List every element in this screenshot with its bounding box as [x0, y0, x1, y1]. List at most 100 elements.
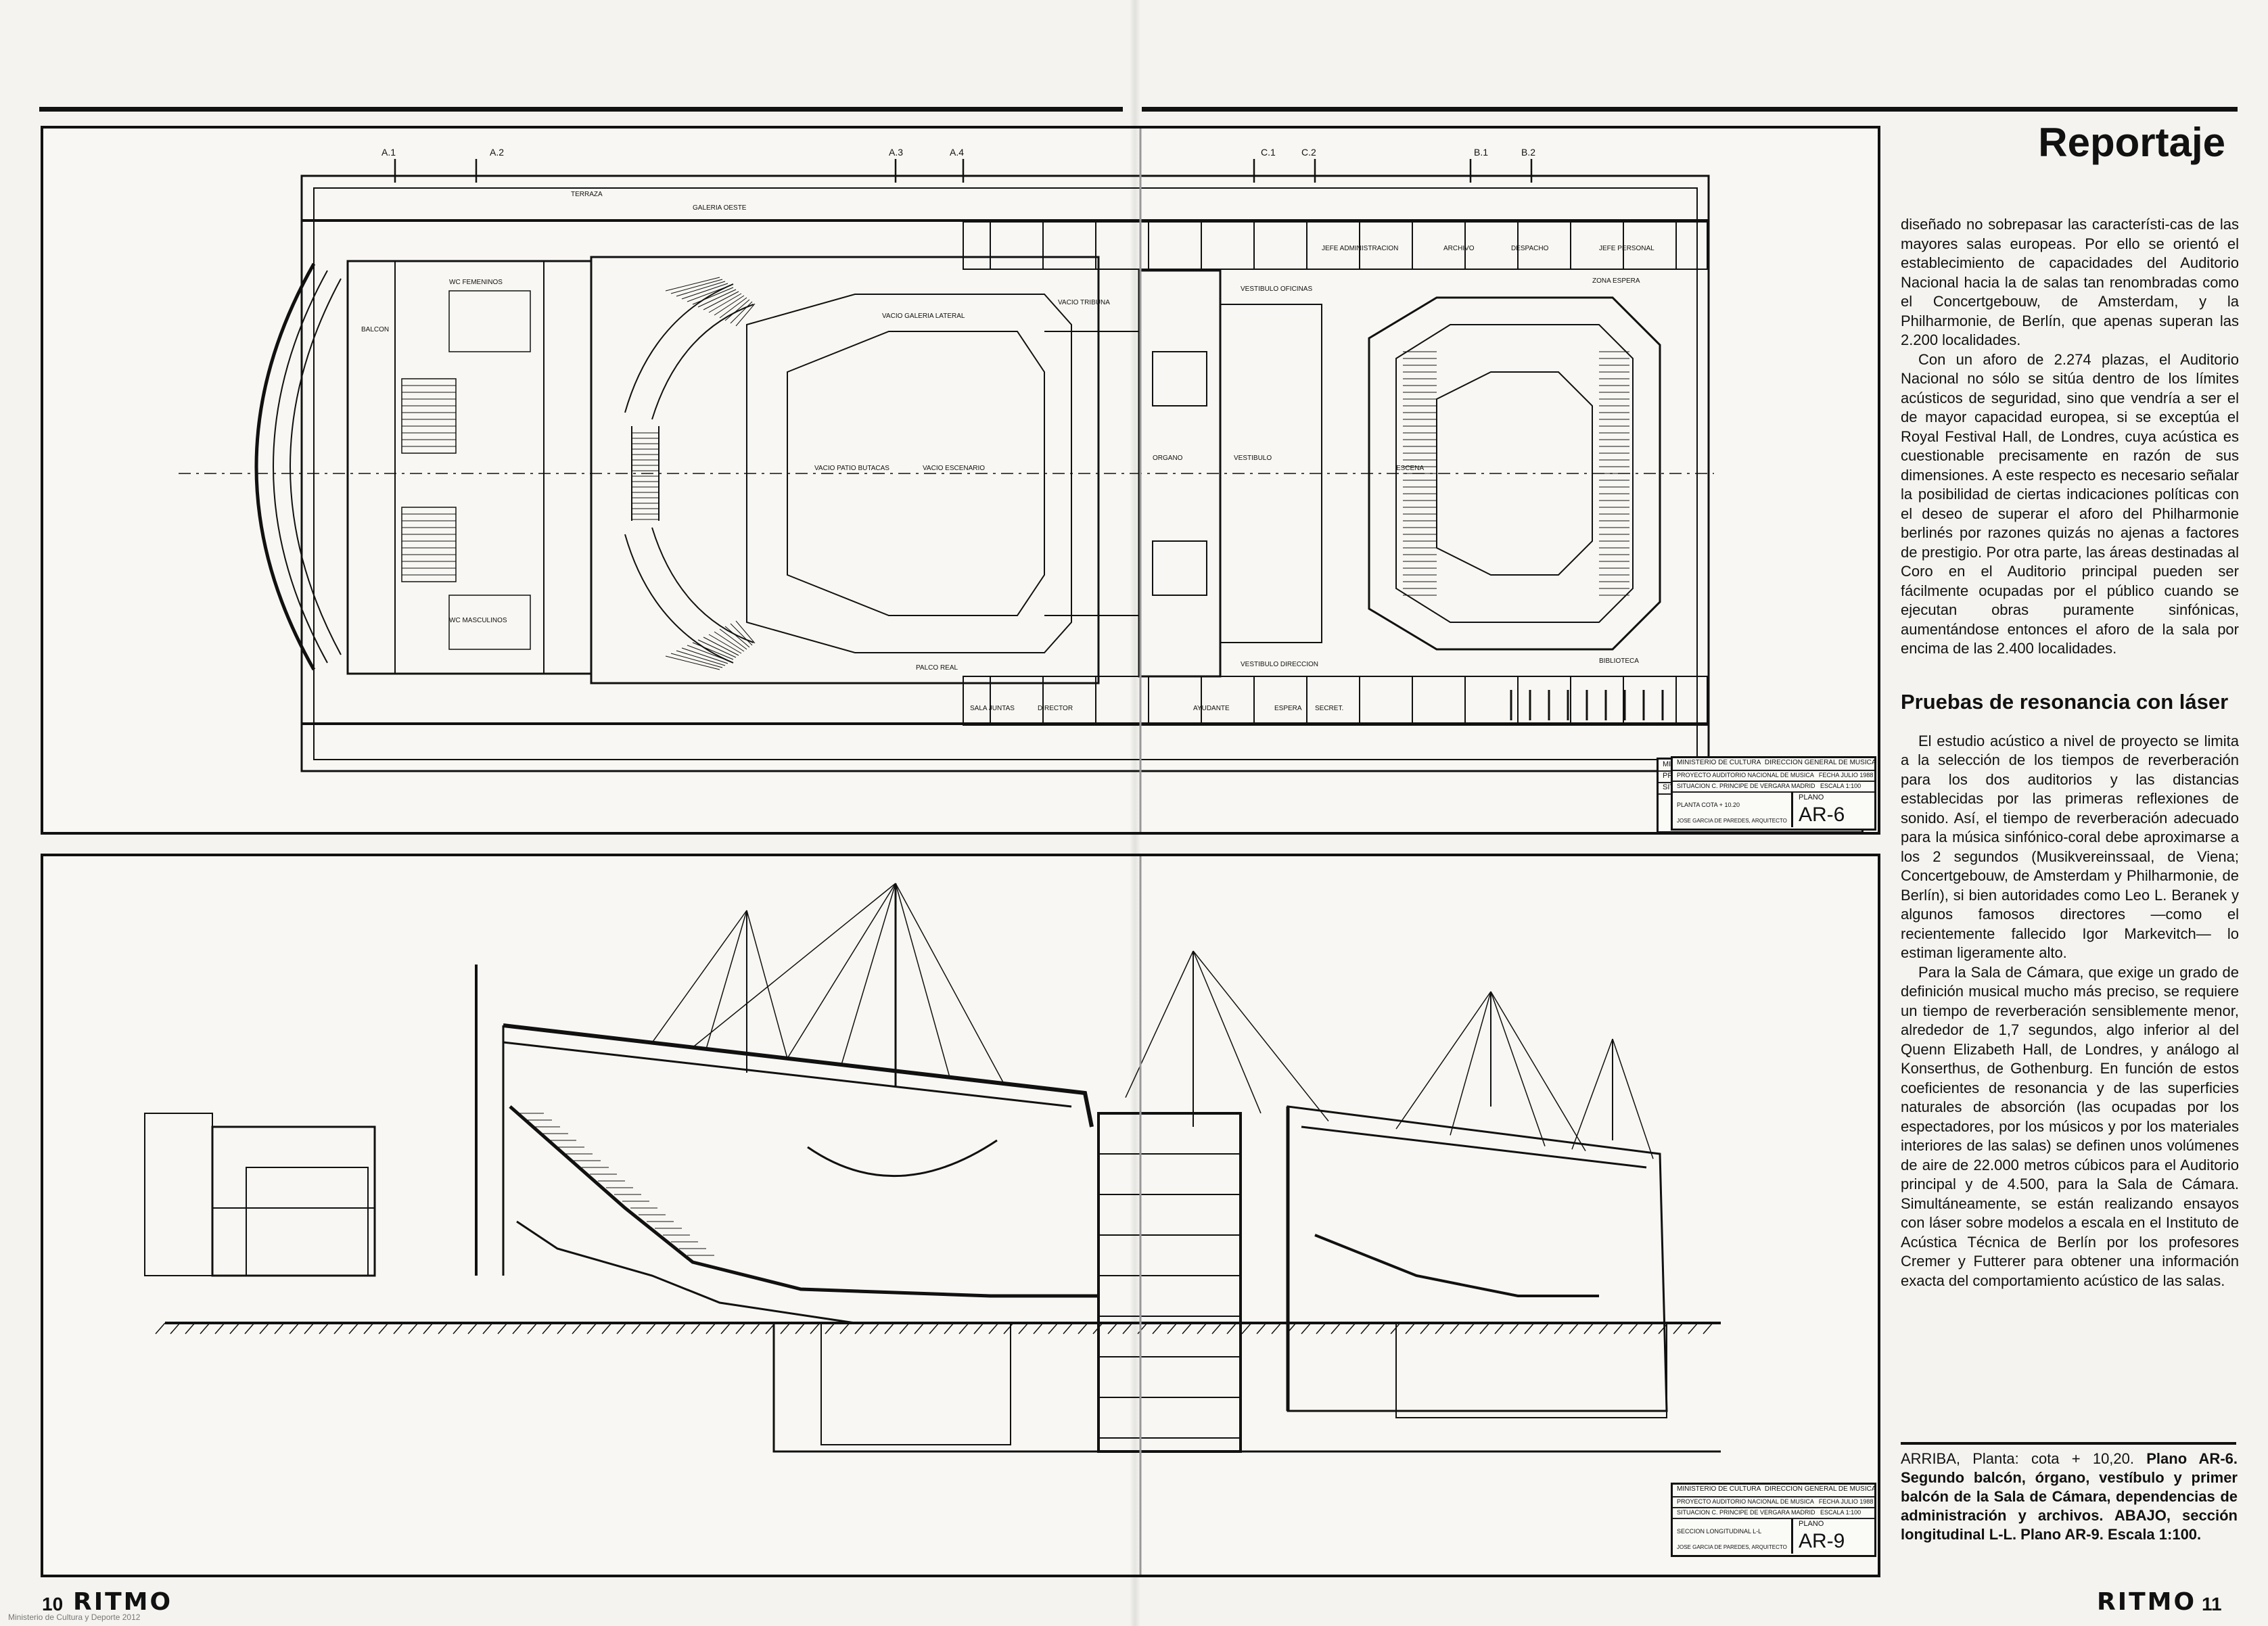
drawing-line: [895, 883, 1004, 1084]
drawing-line: [895, 883, 950, 1077]
drawing-line: [735, 620, 756, 644]
room-label: ARCHIVO: [1443, 245, 1475, 252]
section-mark-a3: A.3: [889, 147, 903, 158]
drawing-line: [1137, 1322, 1148, 1334]
drawing-line: [1193, 950, 1329, 1121]
drawing-line: [944, 1322, 954, 1334]
drawing-line: [676, 1322, 687, 1334]
tb6-situacion: SITUACION C. PRINCIPE DE VERGARA MADRID: [1677, 783, 1815, 789]
drawing-line: [1125, 950, 1194, 1098]
room-label: ESPERA: [1274, 705, 1302, 712]
drawing-line: [730, 623, 753, 646]
tb6-ministry: MINISTERIO DE CULTURA: [1677, 759, 1761, 766]
drawing-line: [1256, 1322, 1267, 1334]
drawing-line: [670, 653, 723, 668]
drawing-line: [557, 1322, 568, 1334]
drawing-line: [730, 301, 753, 324]
drawing-line: [1122, 1322, 1133, 1334]
drawing-line: [869, 1322, 880, 1334]
section-mark-b2: B.2: [1521, 147, 1535, 158]
section-mark-c1: C.1: [1261, 147, 1276, 158]
article-paragraph: El estudio acústico a nivel de proyecto …: [1901, 732, 2239, 962]
drawing-line: [482, 1322, 493, 1334]
drawing-line: [1018, 1322, 1029, 1334]
drawing-line: [1554, 1322, 1565, 1334]
drawing-line: [825, 1322, 835, 1334]
drawing-line: [681, 647, 728, 664]
section-mark-c2: C.2: [1301, 147, 1316, 158]
room-label: JEFE PERSONAL: [1599, 245, 1654, 252]
drawing-line: [750, 1322, 761, 1334]
drawing-line: [333, 1322, 344, 1334]
drawing-line: [1490, 991, 1546, 1146]
drawing-line: [1167, 1322, 1178, 1334]
drawing-line: [1316, 1322, 1326, 1334]
drawing-line: [1612, 1038, 1654, 1159]
drawing-line: [914, 1322, 925, 1334]
drawing-line: [1643, 1322, 1654, 1334]
drawing-line: [289, 1322, 300, 1334]
drawing-line: [601, 1322, 612, 1334]
drawing-line: [259, 1322, 270, 1334]
drawing-line: [274, 1322, 285, 1334]
drawing-line: [586, 1322, 597, 1334]
drawing-line: [1003, 1322, 1014, 1334]
drawing-line: [348, 1322, 359, 1334]
drawing-line: [651, 910, 747, 1043]
drawing-line: [735, 1322, 746, 1334]
tb9-plano-label: PLANO: [1799, 1520, 1824, 1528]
drawing-line: [512, 1322, 523, 1334]
drawing-line: [1450, 991, 1491, 1136]
drawing-line: [899, 1322, 910, 1334]
drawing-line: [542, 1322, 553, 1334]
section-drawing: [41, 854, 1880, 1577]
room-label: DIRECTOR: [1038, 705, 1073, 712]
tb9-direction: DIRECCION GENERAL DE MUSICA Y TEATRO: [1764, 1485, 1874, 1493]
drawing-line: [1703, 1322, 1713, 1334]
drawing-line: [714, 631, 745, 652]
drawing-line: [705, 910, 747, 1050]
drawing-line: [1539, 1322, 1550, 1334]
drawing-line: [1241, 1322, 1252, 1334]
drawing-line: [1360, 1322, 1371, 1334]
section-title-block: MINISTERIO DE CULTURA DIRECCION GENERAL …: [1671, 1483, 1876, 1557]
tb9-proyecto: PROYECTO AUDITORIO NACIONAL DE MUSICA: [1677, 1498, 1814, 1505]
drawing-line: [423, 1322, 434, 1334]
drawing-line: [1211, 1322, 1222, 1334]
drawing-line: [705, 1322, 716, 1334]
fold-shadow: [1130, 0, 1140, 1626]
drawing-line: [988, 1322, 999, 1334]
room-label: WC MASCULINOS: [449, 617, 507, 624]
drawing-line: [631, 1322, 642, 1334]
caption-body: Plano AR-6. Segundo balcón, órgano, vest…: [1901, 1450, 2238, 1543]
drawing-line: [1688, 1322, 1698, 1334]
drawing-line: [691, 1322, 701, 1334]
drawing-line: [1301, 1322, 1312, 1334]
drawing-line: [1182, 1322, 1193, 1334]
drawing-line: [708, 293, 742, 313]
drawing-line: [697, 639, 737, 658]
room-label: VESTIBULO OFICINAS: [1241, 285, 1312, 293]
drawing-line: [200, 1322, 210, 1334]
drawing-line: [1598, 1322, 1609, 1334]
room-label: VESTIBULO: [1234, 455, 1272, 462]
drawing-line: [735, 303, 756, 327]
drawing-line: [319, 1322, 329, 1334]
article-paragraph: Con un aforo de 2.274 plazas, el Auditor…: [1901, 350, 2239, 657]
drawing-line: [616, 1322, 627, 1334]
room-label: DESPACHO: [1511, 245, 1549, 252]
drawing-line: [670, 279, 723, 294]
room-label: VESTIBULO DIRECCION: [1241, 661, 1318, 668]
tb9-seccion: SECCION LONGITUDINAL L-L: [1677, 1528, 1762, 1535]
drawing-line: [703, 636, 739, 656]
drawing-line: [665, 655, 720, 670]
room-label: AYUDANTE: [1193, 705, 1230, 712]
drawing-line: [708, 634, 742, 654]
drawing-line: [214, 1322, 225, 1334]
drawing-line: [1569, 1322, 1579, 1334]
caption-lead: ARRIBA, Planta: cota + 10,20.: [1901, 1450, 2134, 1467]
room-label: VACIO TRIBUNA: [1058, 299, 1110, 306]
drawing-line: [795, 1322, 806, 1334]
room-label: ORGANO: [1153, 455, 1183, 462]
drawing-line: [676, 281, 726, 297]
